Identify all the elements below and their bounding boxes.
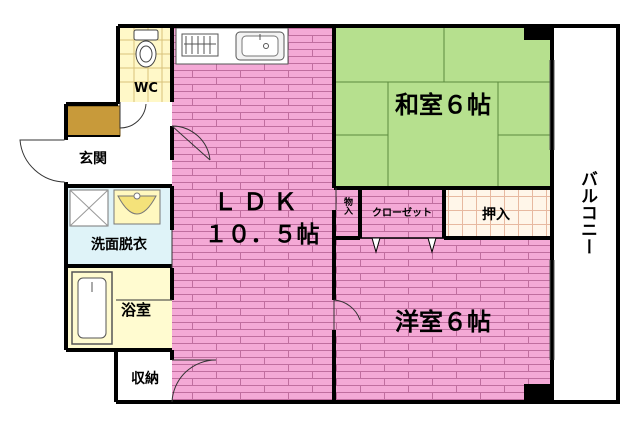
sink-icon (235, 31, 285, 61)
ldk-floor (172, 26, 334, 400)
wc-label: WC (134, 81, 158, 96)
washitsu-label: 和室６帖 (395, 91, 491, 119)
yoshitsu-label: 洋室６帖 (395, 308, 491, 336)
toilet-icon (133, 29, 159, 68)
balcony-post-top (524, 26, 552, 40)
washbasin-icon (113, 189, 161, 225)
shuno-label: 収納 (131, 370, 159, 387)
windows (549, 60, 555, 360)
monoire-label: 物入 (342, 196, 354, 216)
shuno-floor (118, 350, 172, 400)
yokushitsu-label: 浴室 (121, 301, 151, 319)
oshiire-label: 押入 (482, 206, 510, 223)
balcony-floor (556, 26, 618, 400)
ldk-size-label: １０．５帖 (205, 222, 320, 248)
balcony-label: バルコニー (577, 170, 598, 255)
washitsu-floor (334, 26, 552, 188)
washer-pan-icon (69, 189, 109, 227)
doors (19, 102, 361, 403)
bathtub-icon (71, 271, 113, 345)
genkan-shoebox (65, 105, 121, 137)
stove-icon (181, 33, 219, 57)
yoshitsu-floor (334, 238, 552, 400)
closet-floor (360, 188, 444, 238)
ldk-label: ＬＤＫ (213, 188, 303, 216)
monoire-floor (334, 188, 360, 238)
closet-label: クローゼット (372, 206, 432, 219)
oshiire-floor (444, 188, 552, 238)
tatami-lines (334, 26, 552, 188)
senmen-label: 洗面脱衣 (91, 236, 148, 253)
balcony-post-bottom (524, 384, 552, 402)
genkan-label: 玄関 (79, 150, 107, 167)
